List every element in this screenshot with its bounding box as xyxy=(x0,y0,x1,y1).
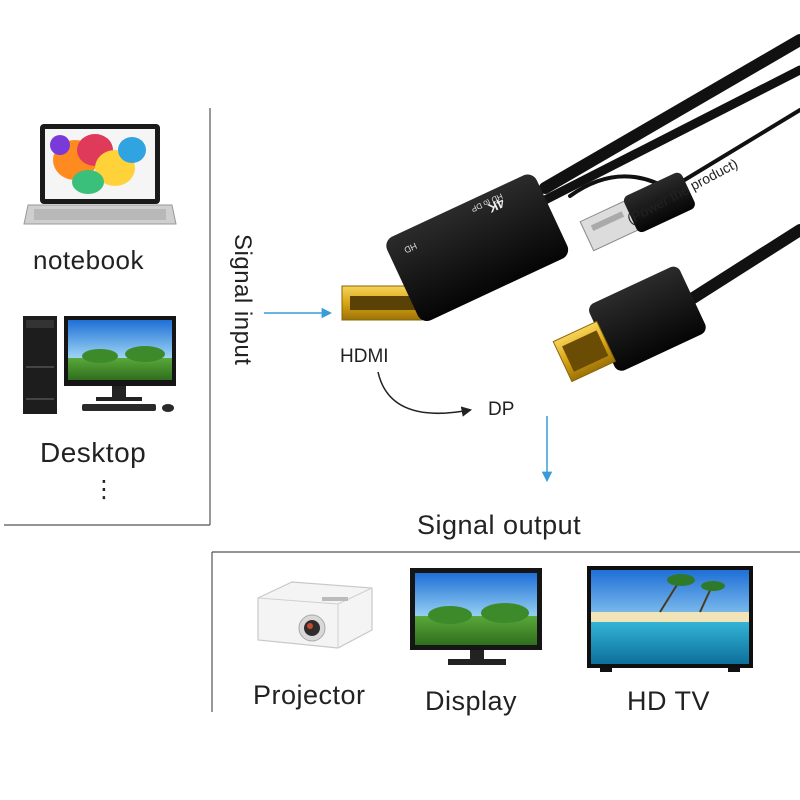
display-label: Display xyxy=(425,686,518,716)
dp-label: DP xyxy=(488,399,515,420)
projector-label: Projector xyxy=(253,680,366,710)
desktop-label: Desktop xyxy=(40,437,147,468)
projector-icon xyxy=(257,581,373,649)
display-icon xyxy=(410,568,542,665)
displayport-connector xyxy=(552,266,706,383)
hdmi-label: HDMI xyxy=(340,346,389,367)
desktop-monitor-icon xyxy=(64,316,176,412)
hdmi-to-dp-arrow xyxy=(377,371,473,417)
desktop-tower-icon xyxy=(23,316,57,414)
more-sources-indicator: ⋮ xyxy=(92,476,116,503)
signal-output-label: Signal output xyxy=(417,510,582,540)
hdtv-label: HD TV xyxy=(627,686,711,716)
hdmi-connector xyxy=(341,174,569,322)
frame-lines xyxy=(4,108,800,712)
usb-connector xyxy=(579,172,695,252)
signal-input-label: Signal input xyxy=(229,234,256,366)
notebook-icon xyxy=(23,124,177,225)
hdtv-icon xyxy=(587,566,753,672)
cable-lines xyxy=(539,34,800,306)
notebook-label: notebook xyxy=(33,245,144,275)
